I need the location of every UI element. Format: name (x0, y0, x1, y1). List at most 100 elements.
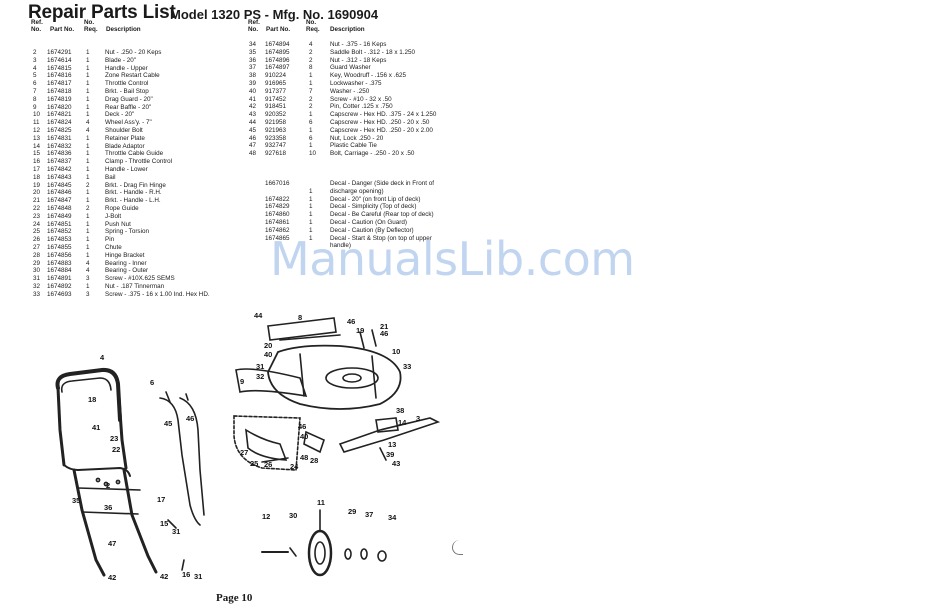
qty-req: 8 (309, 64, 313, 72)
description: Bearing - Outer (105, 267, 149, 275)
right-header-ref: Ref.No. (248, 19, 260, 33)
callout-label: 4 (100, 353, 105, 362)
part-no: 1674853 (47, 236, 72, 244)
description: Washer - .250 (330, 87, 370, 95)
part-no: 1674817 (47, 80, 72, 88)
description: Pin (105, 236, 115, 244)
ref-no: 7 (33, 87, 37, 95)
qty-req: 1 (86, 134, 90, 142)
callout-label: 23 (110, 434, 118, 443)
left-header-ref: Ref.No. (31, 19, 43, 33)
right-header-req: No.Req. (306, 19, 320, 33)
description: Hinge Bracket (105, 251, 145, 259)
part-no: 921958 (265, 118, 287, 126)
callout-label: 31 (172, 527, 180, 536)
callout-label: 35 (72, 496, 80, 505)
part-no: 1674820 (47, 103, 72, 111)
description: Rope Guide (105, 204, 139, 212)
callout-label: 45 (164, 419, 172, 428)
qty-req: 4 (86, 259, 90, 267)
ref-no: 14 (33, 142, 41, 150)
qty-req: 1 (86, 72, 90, 80)
ref-no: 38 (249, 72, 257, 80)
part-no: 1674824 (47, 119, 72, 127)
description: Decal - Danger (Side deck in Front of (330, 180, 434, 187)
ref-no: 30 (33, 267, 41, 275)
qty-req: 1 (309, 234, 313, 242)
parts-row: handle) (244, 242, 459, 250)
description: Decal - Start & Stop (on top of upper (330, 234, 432, 242)
description: Key, Woodruff - .156 x .625 (330, 72, 406, 80)
part-no: 1674848 (47, 204, 72, 212)
ref-no: 16 (33, 158, 41, 166)
qty-req: 1 (309, 79, 313, 87)
page-edge-mark (452, 540, 463, 555)
description: Deck - 20" (105, 111, 135, 119)
callout-label: 16 (182, 570, 190, 579)
part-no: 1674845 (47, 181, 72, 189)
description: Guard Washer (330, 64, 371, 72)
part-no: 1674825 (47, 126, 72, 134)
callout-label: 46 (380, 329, 388, 338)
callout-label: 38 (396, 406, 404, 415)
part-no: 1674861 (265, 218, 290, 226)
callout-label: 43 (392, 459, 400, 468)
ref-no: 19 (33, 181, 41, 189)
description: Shoulder Bolt (105, 126, 143, 134)
ref-no: 43 (249, 111, 257, 119)
page-number: Page 10 (216, 592, 253, 604)
part-no: 1674847 (47, 197, 72, 205)
callout-label: 48 (300, 453, 308, 462)
description: Saddle Bolt - .312 - 18 x 1.250 (330, 48, 416, 56)
description: Bolt, Carriage - .250 - 20 x .50 (330, 150, 415, 158)
ref-no: 2 (33, 49, 37, 56)
qty-req: 1 (309, 218, 313, 226)
callout-label: 17 (157, 495, 165, 504)
description: Blade - 20" (105, 56, 136, 64)
qty-req: 1 (309, 111, 313, 119)
part-no: 1674862 (265, 226, 290, 234)
part-no: 1674896 (265, 56, 290, 64)
ref-no: 39 (249, 79, 257, 87)
part-no: 1674837 (47, 158, 72, 166)
qty-req: 1 (86, 236, 90, 244)
description: Wheel Ass'y. - 7" (105, 119, 152, 127)
part-no: 1674891 (47, 275, 72, 283)
qty-req: 1 (86, 158, 90, 166)
description: Drag Guard - 20" (105, 95, 153, 103)
part-no: 1674836 (47, 150, 72, 158)
qty-req: 1 (309, 195, 313, 203)
qty-req: 1 (86, 142, 90, 150)
part-no: 910224 (265, 72, 287, 80)
callout-label: 19 (356, 326, 364, 335)
part-no: 920352 (265, 111, 287, 119)
part-no: 923358 (265, 134, 287, 142)
qty-req: 1 (86, 228, 90, 236)
ref-no: 35 (249, 48, 257, 56)
ref-no: 36 (249, 56, 257, 64)
ref-no: 13 (33, 134, 41, 142)
ref-no: 10 (33, 111, 41, 119)
description: Capscrew - Hex HD. .375 - 24 x 1.250 (330, 111, 437, 119)
ref-no: 44 (249, 118, 257, 126)
ref-no: 23 (33, 212, 41, 220)
qty-req: 2 (309, 48, 313, 56)
part-no: 1674849 (47, 212, 72, 220)
ref-no: 41 (249, 95, 257, 103)
